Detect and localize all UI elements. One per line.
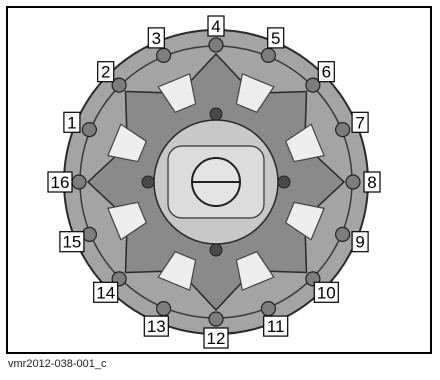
bolt-number: 1	[67, 113, 76, 132]
bolt-number: 3	[152, 29, 161, 48]
hub-bolt	[210, 244, 222, 256]
bolt-label-8: 8	[364, 172, 380, 192]
rotor-bolt	[261, 302, 275, 316]
bolt-label-14: 14	[94, 282, 118, 302]
bolt-number: 11	[267, 317, 285, 336]
hub-bolt	[278, 176, 290, 188]
hub-bolt	[210, 108, 222, 120]
bolt-label-7: 7	[352, 112, 368, 132]
bolt-number: 2	[101, 63, 110, 82]
rotor-bolt	[261, 48, 275, 62]
bolt-number: 15	[62, 233, 81, 252]
bolt-number: 9	[355, 233, 364, 252]
bolt-number: 4	[211, 17, 220, 36]
bolt-number: 16	[51, 173, 70, 192]
bolt-label-15: 15	[60, 232, 84, 252]
bolt-number: 12	[207, 329, 226, 348]
bolt-label-3: 3	[148, 28, 164, 48]
bolt-label-5: 5	[268, 28, 284, 48]
bolt-label-1: 1	[64, 112, 80, 132]
bolt-number: 10	[317, 283, 336, 302]
bolt-label-9: 9	[352, 232, 368, 252]
bolt-label-4: 4	[208, 16, 224, 36]
hub-bolt	[142, 176, 154, 188]
bolt-label-16: 16	[48, 172, 72, 192]
rotor-bolt	[72, 175, 86, 189]
rotor-bolt	[209, 38, 223, 52]
bolt-label-6: 6	[318, 62, 334, 82]
rotor-bolt	[336, 227, 350, 241]
bolt-label-11: 11	[264, 316, 288, 336]
bolt-number: 8	[367, 173, 376, 192]
rotor-bolt	[82, 123, 96, 137]
rotor-bolt	[209, 312, 223, 326]
rotor-bolt	[157, 48, 171, 62]
rotor-bolt	[157, 302, 171, 316]
bolt-number: 13	[147, 317, 166, 336]
rotor-bolt	[346, 175, 360, 189]
rotor-bolt	[336, 123, 350, 137]
bolt-number: 5	[271, 29, 280, 48]
bolt-label-12: 12	[204, 328, 228, 348]
bolt-number: 6	[322, 63, 331, 82]
bolt-label-13: 13	[144, 316, 168, 336]
bolt-label-2: 2	[98, 62, 114, 82]
bolt-number: 7	[355, 113, 364, 132]
bolt-number: 14	[96, 283, 115, 302]
figure-caption: vmr2012-038-001_c	[8, 358, 106, 370]
bolt-label-10: 10	[314, 282, 338, 302]
